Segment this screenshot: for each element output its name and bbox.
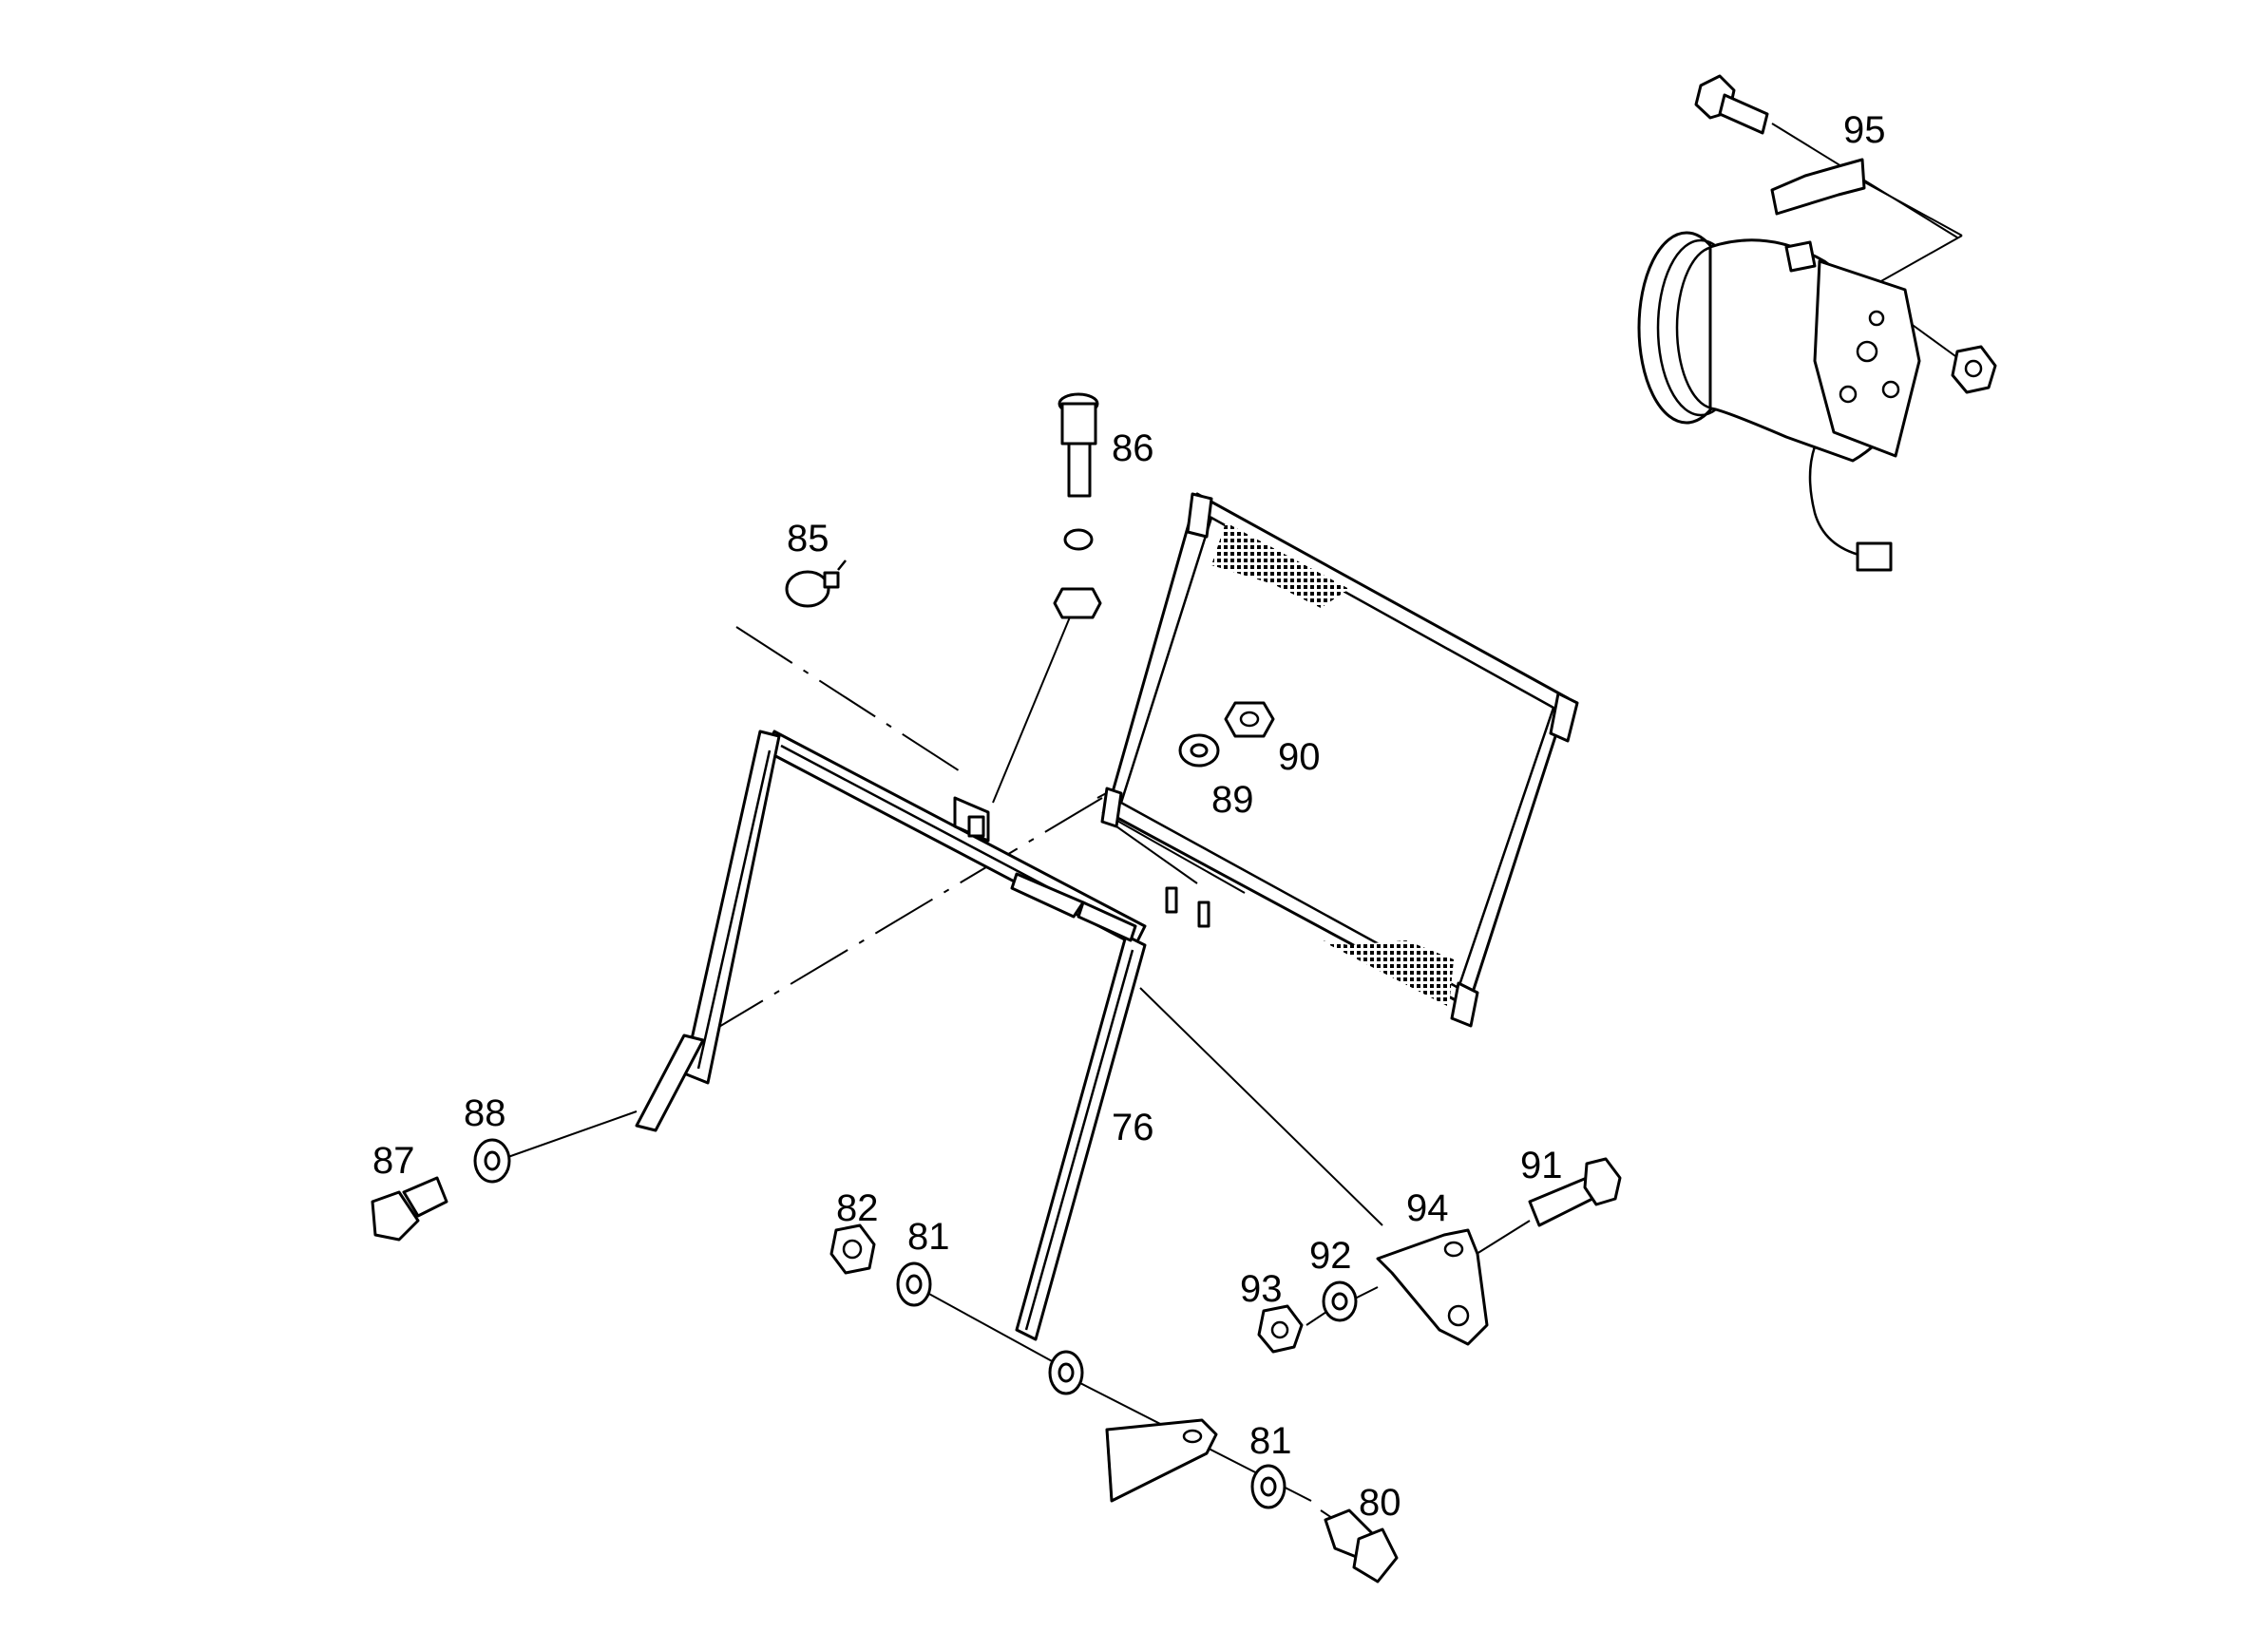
callout-88: 88 [464, 1092, 506, 1134]
part-88-washer [473, 1138, 511, 1184]
part-95-bracket [1770, 158, 1866, 216]
callout-85: 85 [787, 518, 829, 559]
callout-86: 86 [1112, 427, 1154, 469]
part-91-bolt [1528, 1157, 1622, 1227]
support-frame [635, 730, 1147, 1341]
part-80-bolt [1324, 1508, 1399, 1584]
callout-82: 82 [836, 1187, 879, 1229]
callout-90: 90 [1278, 736, 1321, 778]
part-93-nut [1257, 1304, 1304, 1354]
part-82-nut [829, 1223, 876, 1275]
part-81-washer-upper [896, 1261, 932, 1307]
callout-89: 89 [1211, 779, 1254, 821]
callout-80: 80 [1359, 1482, 1401, 1524]
callouts: 95 86 85 90 89 76 88 87 91 94 82 81 92 9… [372, 109, 1886, 1524]
part-95-bolt [1694, 74, 1769, 135]
callout-81-lower: 81 [1249, 1420, 1292, 1462]
part-90-nut [1224, 701, 1275, 738]
callout-95: 95 [1843, 109, 1886, 151]
part-95-nut [1951, 345, 1997, 394]
callout-81-upper: 81 [907, 1216, 950, 1258]
lower-mount-bracket [1105, 1418, 1218, 1503]
compressor [1637, 231, 1921, 572]
callout-76: 76 [1112, 1107, 1154, 1148]
callout-92: 92 [1309, 1235, 1352, 1277]
part-89-washer [1178, 733, 1220, 768]
part-87-bolt [371, 1176, 448, 1242]
part-81-washer-lower [1250, 1464, 1286, 1509]
callout-93: 93 [1240, 1268, 1283, 1310]
part-86-fastener [1053, 392, 1102, 619]
callout-91: 91 [1520, 1145, 1563, 1186]
part-94-bracket [1376, 1228, 1489, 1346]
part-92-washer [1322, 1280, 1358, 1322]
part-85-bulb [785, 559, 847, 608]
callout-94: 94 [1406, 1187, 1449, 1229]
part-washer-lower-frame [1048, 1350, 1084, 1395]
callout-87: 87 [372, 1140, 415, 1182]
condenser [1100, 492, 1579, 1028]
